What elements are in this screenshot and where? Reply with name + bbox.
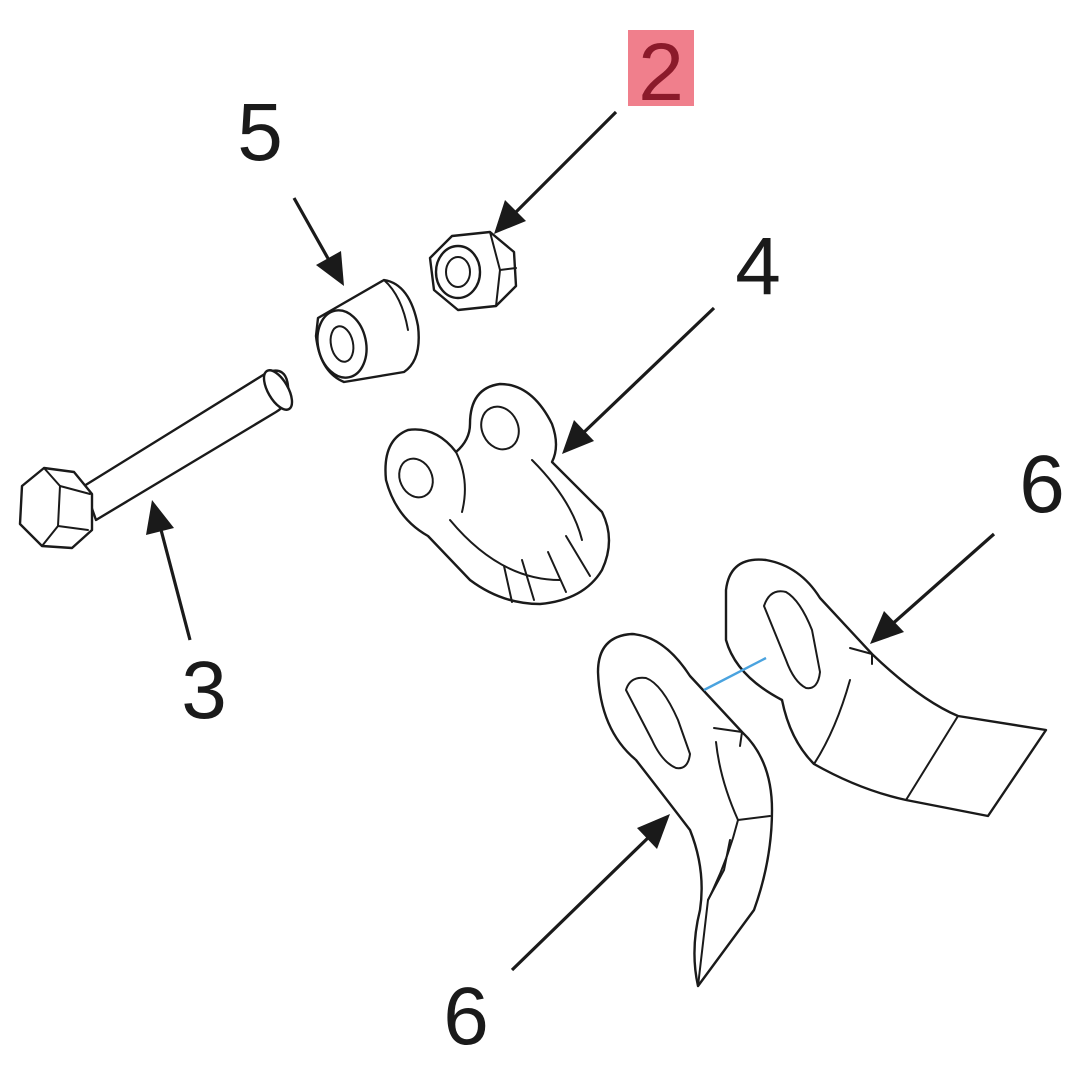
leader-arrow-4 bbox=[562, 306, 716, 454]
blade-right-part bbox=[724, 558, 1048, 818]
callout-4: 4 bbox=[735, 221, 781, 312]
bolt-part bbox=[18, 369, 294, 550]
blade-connector-line bbox=[703, 656, 767, 692]
blade-left-part bbox=[596, 632, 774, 988]
leader-arrow-5 bbox=[292, 197, 344, 286]
leader-arrow-3 bbox=[146, 500, 192, 641]
bushing-part bbox=[314, 278, 420, 384]
leader-arrow-2 bbox=[494, 110, 618, 234]
leader-arrow-6-right bbox=[870, 532, 996, 644]
callout-5: 5 bbox=[237, 87, 283, 178]
shackle-part bbox=[384, 382, 611, 606]
callout-6-left: 6 bbox=[443, 971, 489, 1062]
callout-2: 2 bbox=[638, 27, 684, 118]
callout-6-right: 6 bbox=[1019, 439, 1065, 530]
nut-part bbox=[428, 230, 518, 312]
callout-3: 3 bbox=[181, 645, 227, 736]
leader-arrow-6-left bbox=[510, 814, 670, 972]
callout-2-highlight bbox=[628, 30, 694, 106]
